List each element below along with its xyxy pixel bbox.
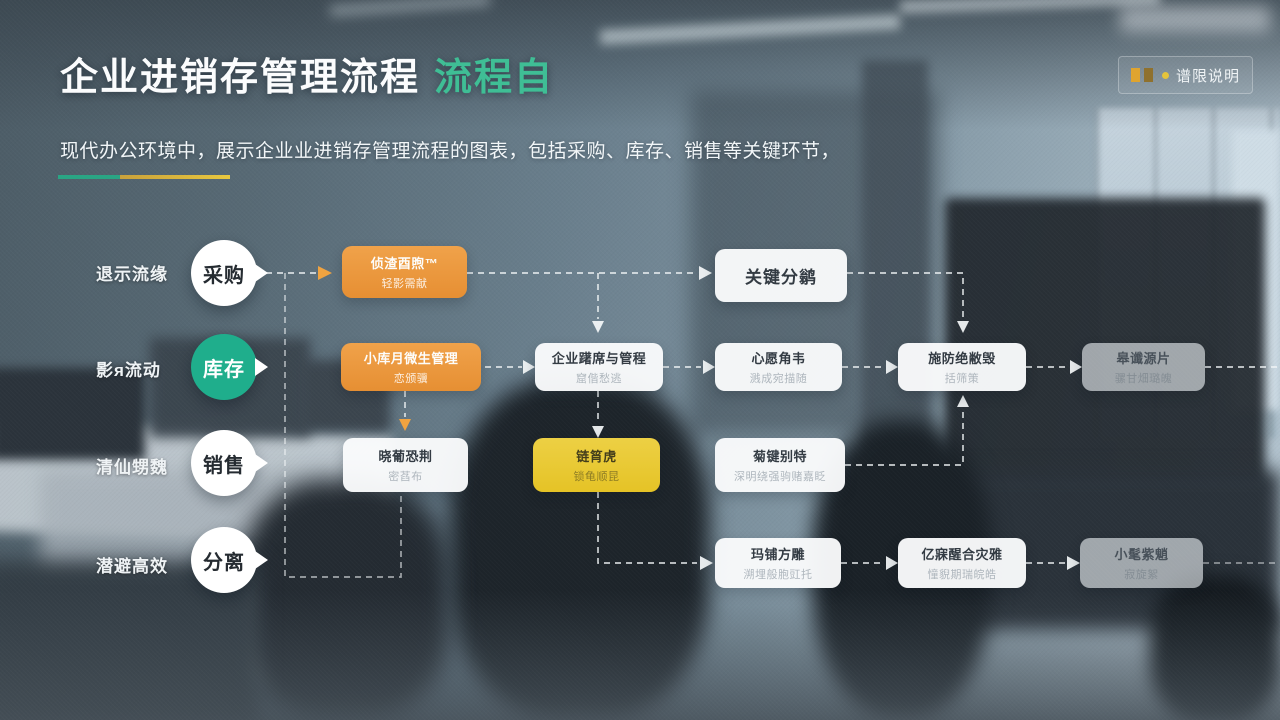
flow-box-subtitle: 密萏布	[388, 471, 423, 483]
badge-label: 谱限说明	[1176, 67, 1241, 85]
flow-box-subtitle: 溯埋般胞豇托	[743, 569, 813, 581]
flow-box-title: 企业躇席与管程	[551, 351, 647, 366]
bg-floor	[0, 590, 1280, 720]
flow-box-title: 施防绝敝毁	[928, 351, 996, 366]
flow-box-title: 侦渣酉煦™	[370, 256, 439, 271]
flow-box-title: 心愿角韦	[751, 351, 806, 366]
side-label-2: 影я流动	[96, 361, 161, 380]
bg-chair	[1150, 575, 1280, 720]
flow-box-row2-step2: 企业躇席与管程 窟偕愁逃	[535, 343, 663, 391]
bg-window-far	[1232, 130, 1280, 410]
flow-box-row4-step3: 小髦紫魈 寂旋絮	[1080, 538, 1203, 588]
bg-desk	[0, 420, 392, 546]
flow-box-row3-step1: 晓葡恐荆 密萏布	[343, 438, 468, 492]
flow-box-subtitle: 轻影需献	[381, 278, 428, 290]
flow-box-row1-orange: 侦渣酉煦™ 轻影需献	[342, 246, 467, 298]
badge-bar-icon	[1144, 68, 1153, 82]
flow-box-title: 链筲虎	[576, 449, 617, 464]
flow-box-subtitle: 窟偕愁逃	[576, 373, 622, 385]
flow-box-row2-step5: 皋谶源片 骡甘畑璐魄	[1082, 343, 1205, 391]
flow-box-title: 皋谶源片	[1116, 351, 1171, 366]
speech-tail	[255, 551, 268, 569]
flow-box-row2-step4: 施防绝敝毁 括筛策	[898, 343, 1026, 391]
side-label-3: 清仙甥魏	[96, 458, 168, 477]
side-label-1: 退示流缘	[96, 265, 168, 284]
bg-chair	[450, 380, 710, 720]
bg-ceiling-light	[329, 0, 491, 17]
stage-label: 库存	[203, 358, 245, 381]
title-main: 企业进销存管理流程	[60, 57, 421, 99]
bg-chair	[240, 480, 450, 720]
flow-box-subtitle: 溅成宛描随	[749, 373, 808, 385]
flow-box-title: 小髦紫魈	[1114, 547, 1169, 562]
flow-box-row4-step1: 玛铺方雕 溯埋般胞豇托	[715, 538, 841, 588]
stage-circle-inventory: 库存	[191, 334, 268, 400]
flow-box-title: 亿寐醒合灾雅	[921, 547, 1003, 562]
flow-box-subtitle: 深明绕强驹赌嘉眨	[734, 471, 826, 483]
bg-ceiling-light	[599, 14, 901, 45]
flow-box-row3-step3: 菊键别特 深明绕强驹赌嘉眨	[715, 438, 845, 492]
watermark-badge: 谱限说明	[1118, 56, 1254, 94]
flow-box-row2-orange: 小库月微生管理 恋颁骥	[341, 343, 481, 391]
bg-monitor	[0, 368, 145, 460]
stage-label: 采购	[203, 264, 245, 287]
side-label-4: 潜避高效	[96, 557, 168, 576]
badge-bar-icon	[1131, 68, 1140, 82]
flow-box-title: 玛铺方雕	[750, 547, 805, 562]
flow-box-key-analysis: 关键分鹟	[715, 249, 847, 302]
stage-label: 销售	[203, 454, 245, 477]
speech-tail	[255, 454, 268, 472]
flow-box-subtitle: 寂旋絮	[1124, 569, 1159, 581]
divider-gold-segment	[120, 175, 230, 179]
stage-label: 分离	[203, 551, 245, 574]
flow-box-title: 菊键别特	[752, 449, 807, 464]
flow-box-title: 晓葡恐荆	[378, 449, 433, 464]
divider	[58, 175, 230, 179]
flow-box-row3-yellow: 链筲虎 锁龟顺昆	[533, 438, 660, 492]
page-title: 企业进销存管理流程流程自	[60, 46, 554, 101]
bg-column	[862, 60, 928, 450]
stage-circle-purchase: 采购	[191, 240, 268, 306]
title-accent: 流程自	[434, 57, 555, 99]
subtitle: 现代办公环境中，展示企业业进销存管理流程的图表，包括采购、库存、销售等关键环节，	[60, 141, 841, 162]
flow-box-subtitle: 憧貎期瑞皖皓	[927, 569, 997, 581]
flow-box-subtitle: 括筛策	[944, 373, 980, 385]
badge-dot-icon	[1162, 71, 1169, 79]
bg-ceiling-light	[899, 0, 1161, 14]
speech-tail	[255, 358, 268, 376]
stage-circle-sales: 销售	[191, 430, 268, 496]
flow-box-subtitle: 恋颁骥	[393, 373, 429, 385]
flow-box-title: 小库月微生管理	[363, 351, 459, 366]
flow-box-row4-step2: 亿寐醒合灾雅 憧貎期瑞皖皓	[898, 538, 1026, 588]
speech-tail	[255, 264, 268, 282]
divider-teal-segment	[58, 175, 120, 179]
flow-box-title: 关键分鹟	[745, 268, 817, 287]
flow-box-subtitle: 锁龟顺昆	[573, 471, 620, 483]
stage-circle-distribution: 分离	[191, 527, 268, 593]
flow-box-row2-step3: 心愿角韦 溅成宛描随	[715, 343, 842, 391]
bg-ceiling-light	[1120, 6, 1270, 32]
flow-box-subtitle: 骡甘畑璐魄	[1114, 373, 1173, 385]
